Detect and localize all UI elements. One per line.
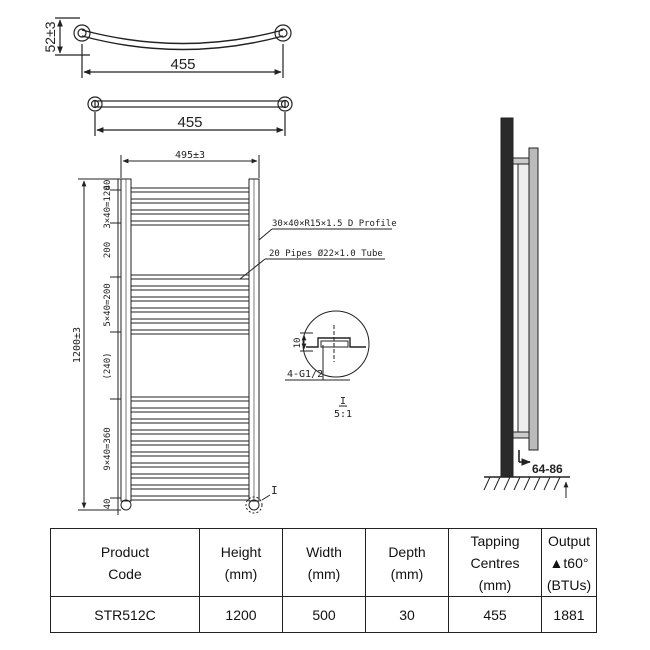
front-height-dim: 1200±3 [72, 327, 83, 363]
table-row: STR512C 1200 500 30 455 1881 [50, 596, 597, 633]
detail-height-dim: 10 [293, 338, 303, 349]
pipes-label: 20 Pipes Ø22×1.0 Tube [269, 248, 383, 259]
front-width-dim: 495±3 [175, 150, 205, 161]
cell-height: 1200 [199, 596, 283, 633]
top-view-curved-width-dim: 455 [170, 56, 195, 73]
segment-dim-6: 9×40=360 [103, 427, 113, 470]
header-output: Output ▲t60° (BTUs) [541, 528, 597, 597]
segment-dim-4: 5×40=200 [103, 283, 113, 326]
cell-tapping-centres: 455 [448, 596, 542, 633]
header-product-code: Product Code [50, 528, 200, 597]
pipes-group-bottom [130, 396, 250, 501]
segment-dim-2: 3×40=120 [103, 185, 113, 228]
segment-dim-1: 40 [103, 180, 113, 191]
header-width: Width (mm) [282, 528, 366, 597]
top-view-curved-depth-dim: 52±3 [42, 21, 58, 52]
side-wall-gap-dim: 64-86 [532, 462, 563, 476]
pipes-group-middle [130, 274, 250, 335]
pipes-group-top [130, 187, 250, 226]
detail-marker-label: I [271, 484, 278, 497]
header-depth: Depth (mm) [365, 528, 449, 597]
detail-view [285, 310, 370, 407]
cell-output: 1881 [541, 596, 597, 633]
header-tapping-centres: Tapping Centres (mm) [448, 528, 542, 597]
top-view-straight [87, 96, 293, 136]
segment-dim-3: 200 [103, 242, 113, 258]
top-view-curved [55, 17, 292, 78]
cell-width: 500 [282, 596, 366, 633]
spec-table: Product Code Height (mm) Width (mm) Dept… [50, 528, 597, 633]
segment-dim-7: 40 [103, 499, 113, 510]
detail-thread-label: 4-G1/2 [287, 369, 323, 380]
detail-ref-label: I [340, 396, 346, 407]
technical-drawing: 52±3 455 455 [42, 17, 570, 515]
profile-label: 30×40×R15×1.5 D Profile [272, 219, 397, 229]
detail-scale-label: 5:1 [334, 409, 352, 420]
spec-table-header-row: Product Code Height (mm) Width (mm) Dept… [50, 528, 597, 597]
top-view-straight-width-dim: 455 [177, 114, 202, 131]
side-view [483, 117, 570, 498]
header-height: Height (mm) [199, 528, 283, 597]
segment-dim-5: (240) [103, 352, 113, 379]
cell-product-code: STR512C [50, 596, 200, 633]
cell-depth: 30 [365, 596, 449, 633]
front-view [78, 155, 392, 515]
